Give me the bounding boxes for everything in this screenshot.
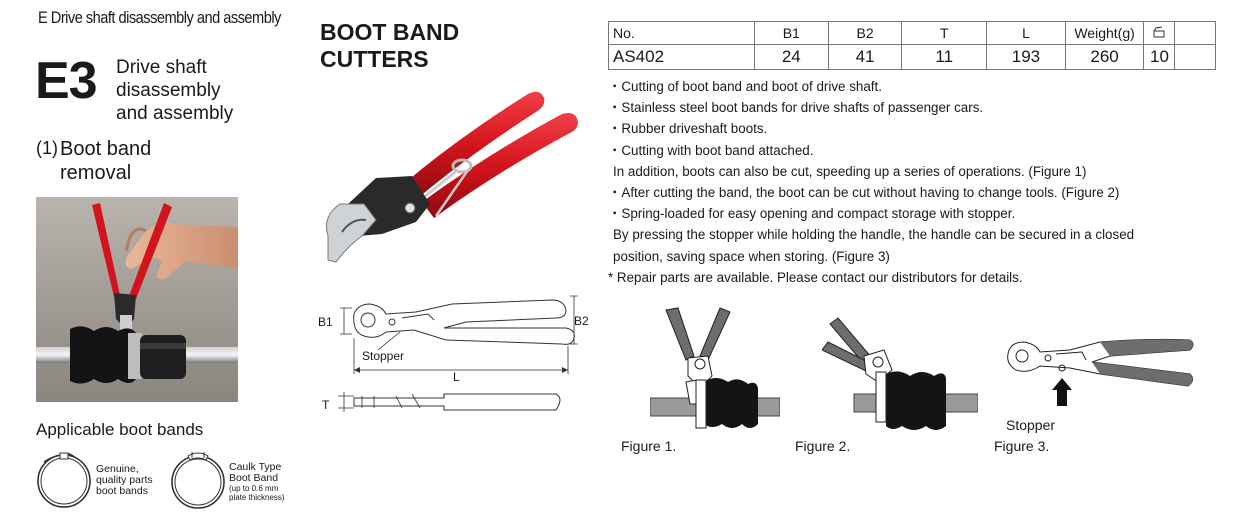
band-note-line: plate thickness)	[229, 493, 285, 502]
spec-cell-l: 193	[986, 44, 1066, 70]
spec-header-l: L	[986, 21, 1066, 45]
spec-cell-b1: 24	[753, 44, 829, 70]
list-item: ・Cutting of boot band and boot of drive …	[608, 79, 882, 94]
dimension-drawing	[338, 295, 578, 412]
caulk-band-note: (up to 0.6 mm plate thickness)	[229, 484, 285, 502]
subsection-title: Boot band removal	[60, 137, 151, 185]
subsection-title-line: Boot band	[60, 138, 152, 160]
section-heading: E Drive shaft disassembly and assembly	[38, 8, 281, 27]
genuine-boot-band-icon	[37, 452, 91, 508]
spec-cell-no: AS402	[608, 44, 755, 70]
list-item: ・After cutting the band, the boot can be…	[608, 185, 1120, 201]
dim-stopper-label: Stopper	[362, 349, 405, 363]
band-label-line: Caulk Type	[229, 461, 282, 473]
figure-1-caption: Figure 1.	[621, 438, 677, 454]
caulk-boot-band-icon	[171, 452, 225, 509]
band-label-line: boot bands	[96, 485, 148, 497]
figure-3-stopper-label: Stopper	[1006, 417, 1056, 433]
genuine-band-label: Genuine, quality parts boot bands	[96, 464, 153, 497]
dim-b2-label: B2	[574, 314, 589, 328]
section-title-line: Drive shaft	[116, 57, 207, 78]
list-item: ・Rubber driveshaft boots.	[608, 121, 768, 137]
spec-table-header-row: No. B1 B2 T L Weight(g)	[608, 21, 1216, 45]
product-title-line: BOOT BAND	[320, 19, 460, 45]
list-item: By pressing the stopper while holding th…	[613, 227, 1135, 243]
subsection-title-line: removal	[60, 162, 132, 184]
spec-cell-empty	[1174, 44, 1216, 70]
list-item: ・Stainless steel boot bands for drive sh…	[608, 100, 984, 116]
spec-table: No. B1 B2 T L Weight(g) AS402 24 41 11 1…	[608, 21, 1216, 70]
usage-photo	[36, 197, 238, 402]
product-title-line: CUTTERS	[320, 46, 429, 72]
list-item: ・Spring-loaded for easy opening and comp…	[608, 206, 1016, 222]
table-row: AS402 24 41 11 193 260 10	[608, 44, 1216, 70]
usage-photo-image	[36, 197, 238, 402]
figure-2-illustration	[822, 317, 978, 430]
spec-header-b2: B2	[827, 21, 903, 45]
box-icon	[1153, 26, 1165, 38]
spec-cell-b2: 41	[827, 44, 903, 70]
feature-list: ・Cutting of boot band and boot of drive …	[608, 76, 1134, 288]
section-title-line: disassembly	[116, 80, 221, 101]
spec-header-t: T	[901, 21, 988, 45]
dim-b1-label: B1	[318, 315, 333, 329]
list-item: position, saving space when storing. (Fi…	[613, 248, 890, 264]
dim-t-label: T	[322, 398, 330, 412]
list-item: In addition, boots can also be cut, spee…	[613, 163, 1087, 179]
subsection-number: (1)	[36, 138, 58, 158]
product-title: BOOT BAND CUTTERS	[320, 19, 459, 73]
band-note-line: (up to 0.6 mm	[229, 484, 279, 493]
figure-3-illustration	[1007, 338, 1194, 406]
band-label-line: quality parts	[96, 474, 153, 486]
caulk-band-label: Caulk Type Boot Band	[229, 462, 281, 484]
figure-2-caption: Figure 2.	[795, 438, 851, 454]
spec-header-b1: B1	[753, 21, 829, 45]
figure-3-caption: Figure 3.	[994, 438, 1050, 454]
list-item: ・Cutting with boot band attached.	[608, 142, 814, 158]
section-title-line: and assembly	[116, 103, 234, 124]
list-item: * Repair parts are available. Please con…	[608, 269, 1023, 285]
dim-l-label: L	[453, 370, 460, 384]
spec-header-pack	[1143, 21, 1176, 45]
section-code: E3	[35, 52, 98, 110]
spec-cell-pack: 10	[1143, 44, 1176, 70]
applicable-bands-title: Applicable boot bands	[36, 420, 204, 439]
spec-header-empty	[1174, 21, 1216, 45]
band-label-line: Genuine,	[96, 463, 139, 475]
section-title: Drive shaft disassembly and assembly	[116, 56, 233, 125]
spec-cell-weight: 260	[1064, 44, 1145, 70]
figure-1-illustration	[650, 307, 780, 429]
band-label-line: Boot Band	[229, 472, 279, 484]
spec-cell-t: 11	[901, 44, 988, 70]
product-photo-image	[326, 91, 578, 263]
spec-header-no: No.	[608, 21, 755, 45]
spec-header-weight: Weight(g)	[1064, 21, 1145, 45]
